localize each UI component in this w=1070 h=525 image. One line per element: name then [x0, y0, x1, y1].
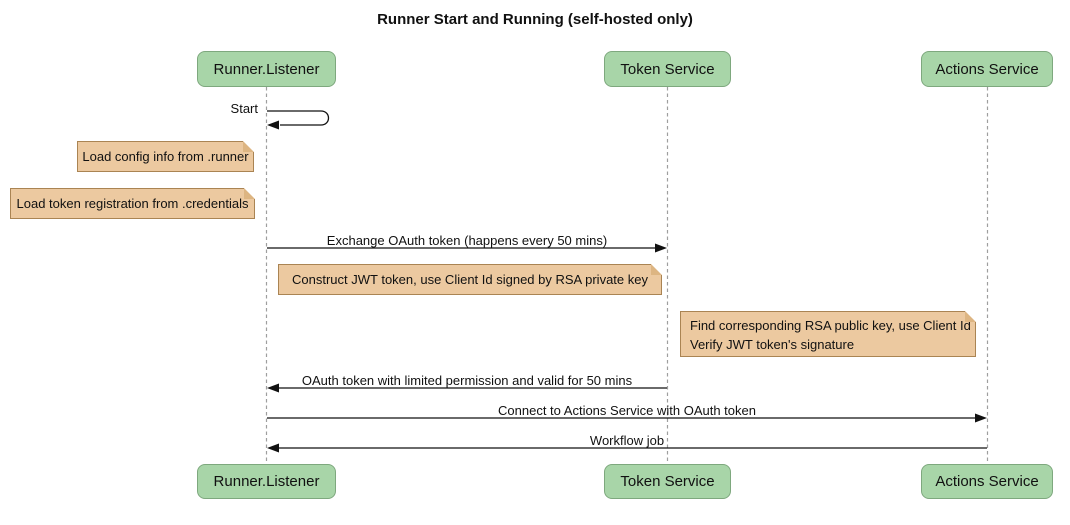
- note-load-config: Load config info from .runner: [77, 141, 254, 172]
- participant-label: Actions Service: [935, 60, 1039, 78]
- note-verify-jwt: Find corresponding RSA public key, use C…: [680, 311, 976, 357]
- message-label-workflow-job: Workflow job: [589, 433, 665, 448]
- participant-top-token-service: Token Service: [604, 51, 731, 87]
- note-load-token-registration: Load token registration from .credential…: [10, 188, 255, 219]
- participant-label: Runner.Listener: [213, 60, 320, 78]
- message-label-connect-actions: Connect to Actions Service with OAuth to…: [498, 403, 756, 418]
- participant-label: Token Service: [620, 473, 715, 490]
- arrowhead-connect-actions: [975, 413, 987, 423]
- note-text: Construct JWT token, use Client Id signe…: [292, 272, 648, 287]
- arrowhead-exchange-oauth: [655, 243, 667, 253]
- note-text: Load config info from .runner: [82, 149, 249, 164]
- arrowhead-start: [267, 120, 279, 130]
- participant-bottom-token-service: Token Service: [604, 464, 731, 499]
- participant-top-actions-service: Actions Service: [921, 51, 1053, 87]
- participant-label: Actions Service: [935, 473, 1039, 490]
- note-text: Load token registration from .credential…: [16, 196, 249, 211]
- participant-top-runner-listener: Runner.Listener: [197, 51, 336, 87]
- message-label-start: Start: [230, 101, 258, 116]
- message-line-start-selfloop: [267, 110, 330, 126]
- arrowhead-workflow-job: [267, 443, 279, 453]
- message-label-exchange-oauth: Exchange OAuth token (happens every 50 m…: [326, 233, 608, 248]
- note-construct-jwt: Construct JWT token, use Client Id signe…: [278, 264, 662, 295]
- participant-label: Token Service: [620, 60, 715, 78]
- message-label-oauth-token-return: OAuth token with limited permission and …: [301, 373, 633, 388]
- note-text-line1: Find corresponding RSA public key, use C…: [690, 318, 971, 333]
- participant-bottom-runner-listener: Runner.Listener: [197, 464, 336, 499]
- participant-label: Runner.Listener: [213, 473, 320, 490]
- note-text-line2: Verify JWT token's signature: [690, 336, 855, 352]
- diagram-title: Runner Start and Running (self-hosted on…: [377, 11, 693, 28]
- arrowhead-oauth-token-return: [267, 383, 279, 393]
- participant-bottom-actions-service: Actions Service: [921, 464, 1053, 499]
